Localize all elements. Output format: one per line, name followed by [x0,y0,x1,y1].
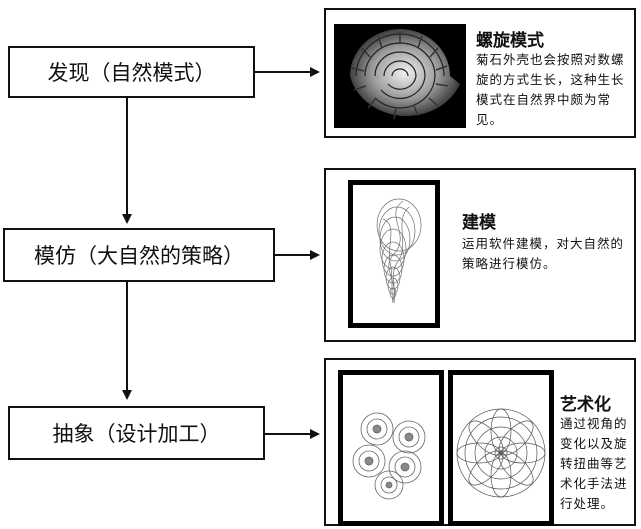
step-abstract: 抽象（设计加工） [8,406,265,460]
step-abstract-label: 抽象（设计加工） [52,422,221,446]
panel-spiral-text: 菊石外壳也会按照对数螺旋的方式生长，这种生长模式在自然界中颇为常见。 [476,52,625,127]
spiral-art-image [448,370,554,526]
step-discover-label: 发现（自然模式） [47,61,216,85]
panel-spiral-pattern: 螺旋模式 菊石外壳也会按照对数螺旋的方式生长，这种生长模式在自然界中颇为常见。 [324,8,636,138]
shell-model-image [348,180,440,328]
step-discover: 发现（自然模式） [8,46,255,98]
panel-artistic-title: 艺术化 [560,395,611,415]
panel-spiral-title: 螺旋模式 [476,31,544,51]
rotational-art-image [338,370,444,526]
panel-modeling-title: 建模 [462,213,496,233]
panel-artistic-text: 通过视角的变化以及旋转扭曲等艺术化手法进行处理。 [560,416,628,511]
panel-modeling: 建模 运用软件建模，对大自然的策略进行模仿。 [324,168,636,342]
panel-artistic: 艺术化 通过视角的变化以及旋转扭曲等艺术化手法进行处理。 [324,358,636,526]
panel-modeling-text: 运用软件建模，对大自然的策略进行模仿。 [462,236,625,271]
step-imitate-label: 模仿（大自然的策略） [34,244,244,268]
step-imitate: 模仿（大自然的策略） [3,228,275,282]
ammonite-image [334,24,466,128]
